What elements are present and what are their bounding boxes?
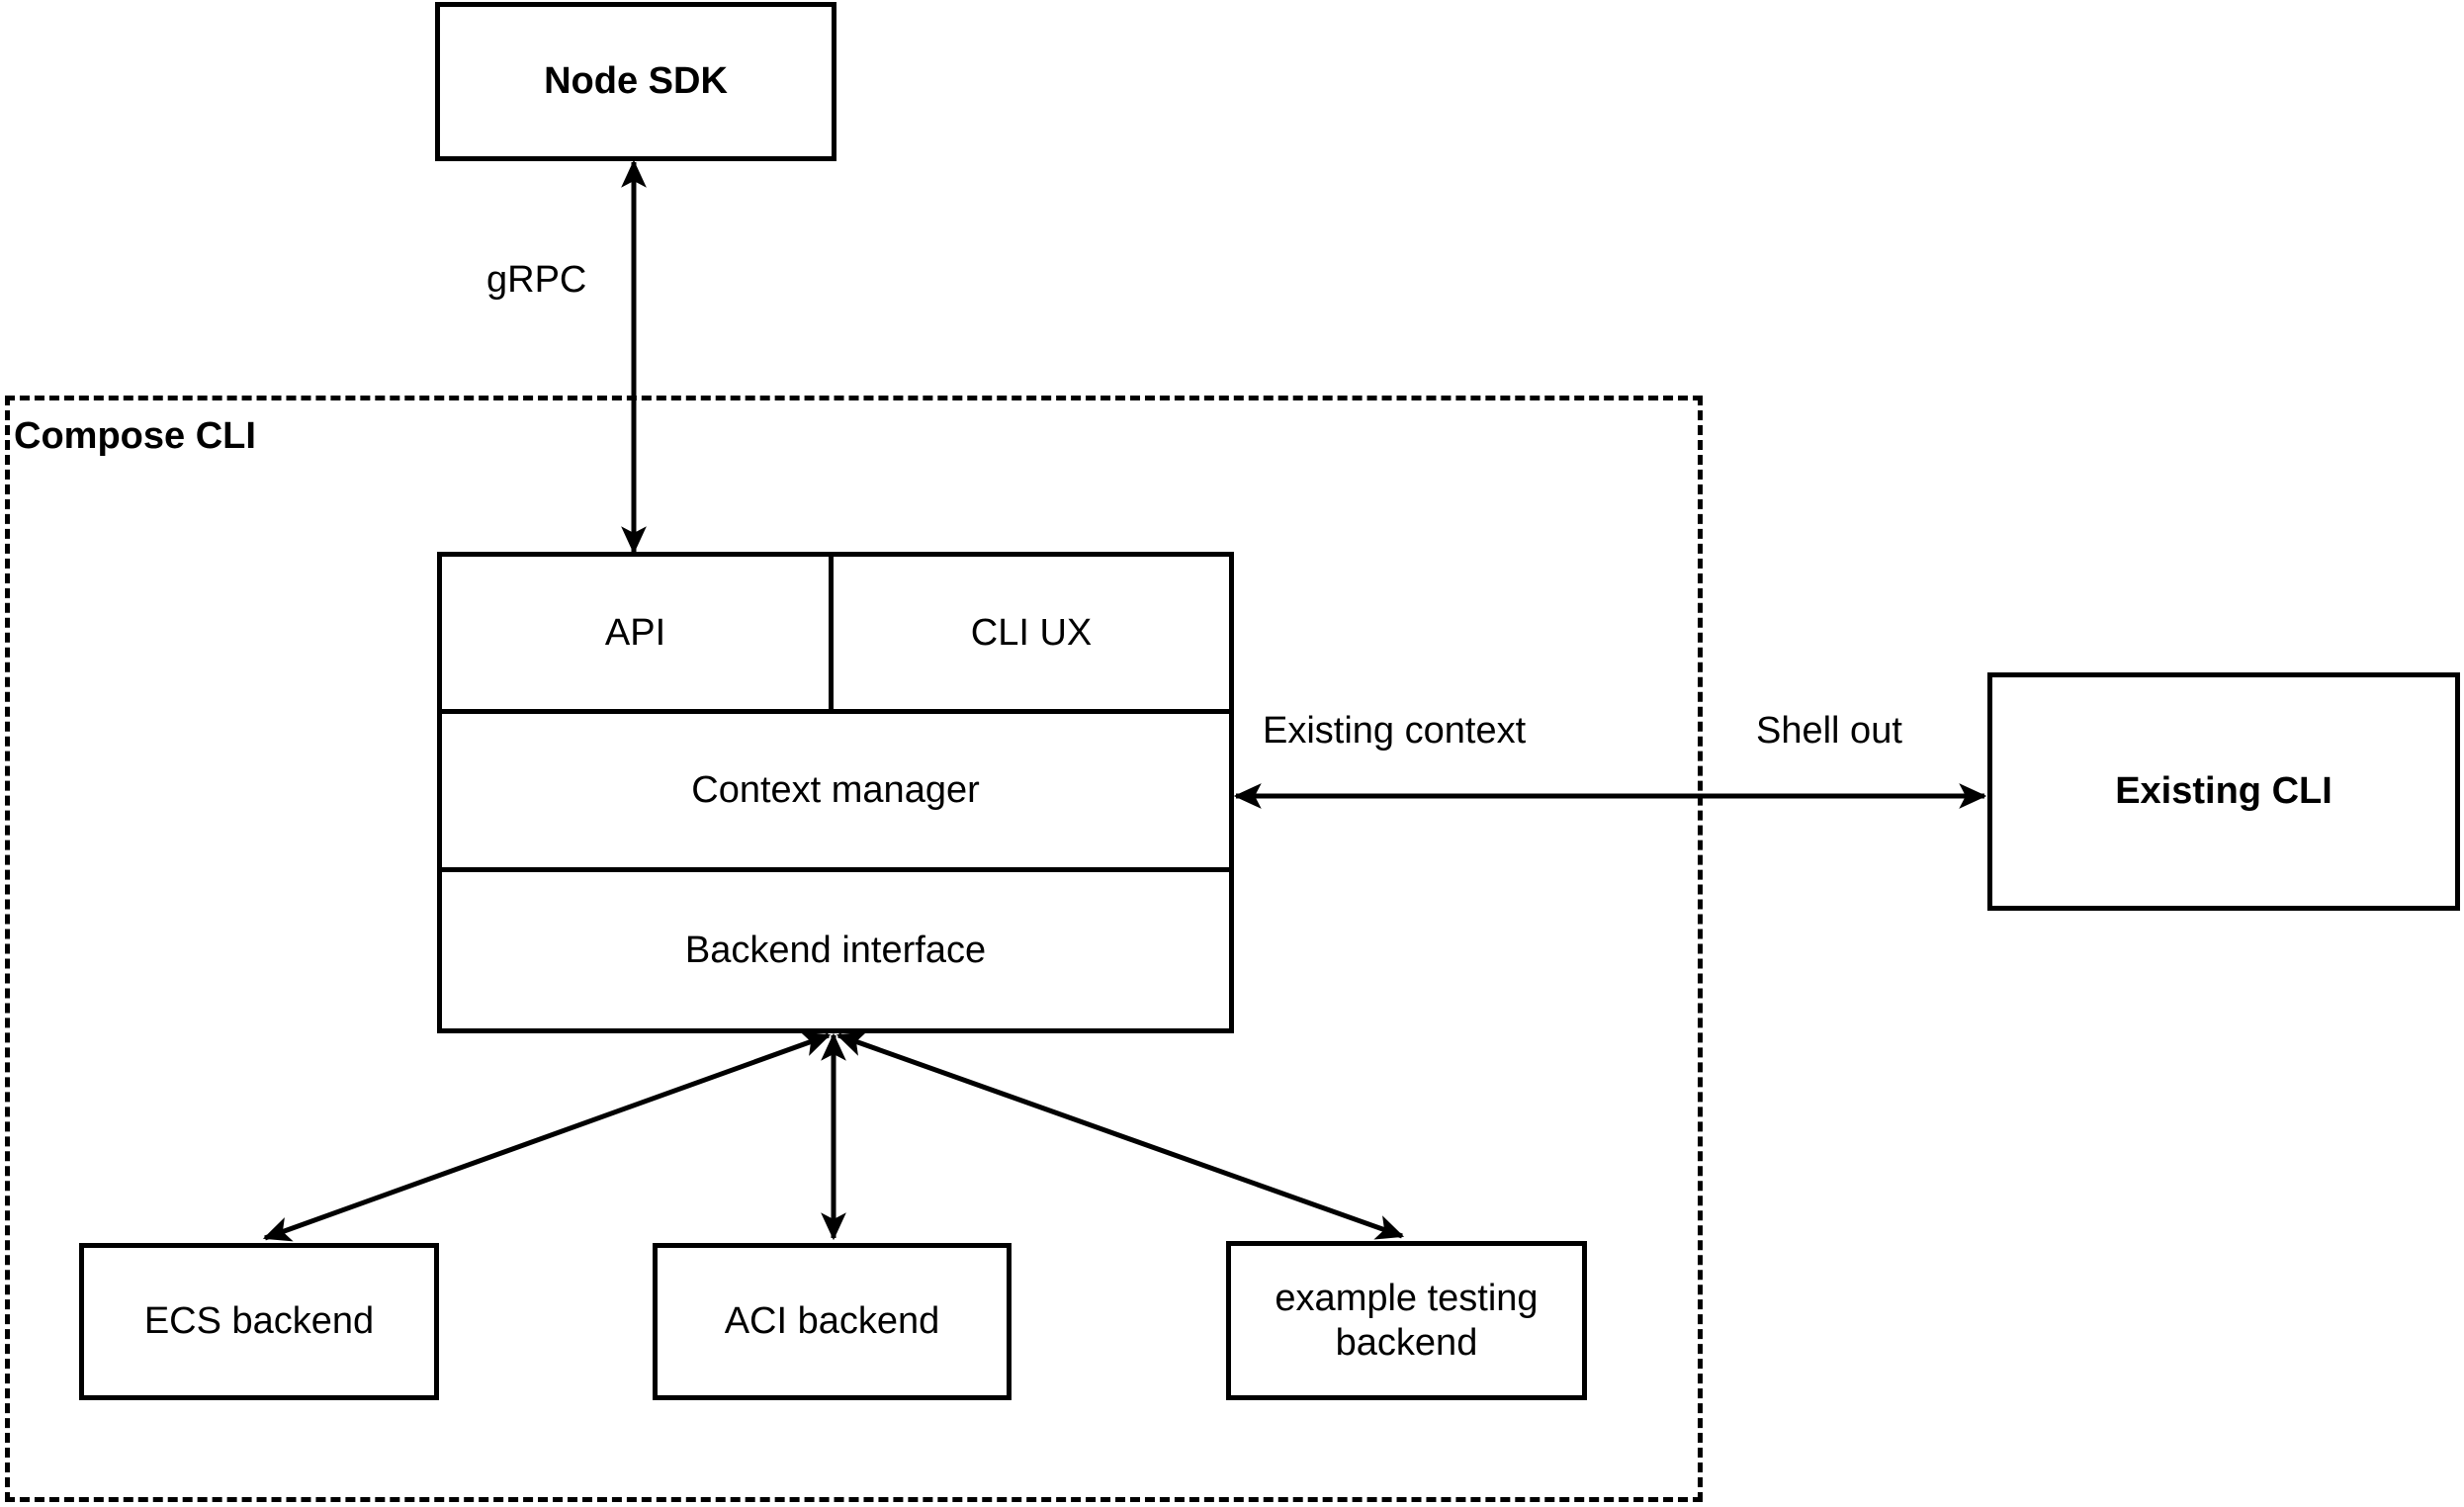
backend-interface-label: Backend interface	[684, 929, 987, 971]
node-sdk-label: Node SDK	[544, 60, 728, 103]
context-manager-cell: Context manager	[442, 714, 1229, 867]
example-testing-backend-label-line2: backend	[1335, 1321, 1478, 1364]
cli-ux-cell: CLI UX	[834, 557, 1229, 709]
shell-out-edge-label: Shell out	[1756, 710, 1902, 752]
compose-cli-group-label: Compose CLI	[14, 415, 256, 457]
existing-context-edge-label: Existing context	[1263, 710, 1527, 752]
example-testing-backend-label-line1: example testing	[1275, 1277, 1539, 1319]
compose-cli-group-boundary	[5, 396, 1703, 1502]
grpc-edge-label: gRPC	[486, 259, 587, 301]
aci-backend-label: ACI backend	[724, 1300, 940, 1343]
core-row-context-manager: Context manager	[442, 714, 1229, 872]
context-manager-label: Context manager	[691, 769, 980, 811]
existing-cli-label: Existing CLI	[2115, 770, 2332, 813]
cli-ux-label: CLI UX	[970, 611, 1093, 654]
existing-cli-box: Existing CLI	[1987, 672, 2460, 911]
ecs-backend-box: ECS backend	[79, 1243, 439, 1400]
core-row-api-cliux: API CLI UX	[442, 557, 1229, 714]
core-row-backend-interface: Backend interface	[442, 872, 1229, 1028]
backend-interface-cell: Backend interface	[442, 872, 1229, 1028]
api-label: API	[604, 611, 666, 654]
example-testing-backend-box: example testing backend	[1226, 1241, 1587, 1400]
aci-backend-box: ACI backend	[653, 1243, 1012, 1400]
ecs-backend-label: ECS backend	[143, 1300, 375, 1343]
compose-cli-core-stack: API CLI UX Context manager Backend inter…	[437, 552, 1234, 1033]
api-cell: API	[442, 557, 834, 709]
node-sdk-box: Node SDK	[435, 2, 836, 161]
